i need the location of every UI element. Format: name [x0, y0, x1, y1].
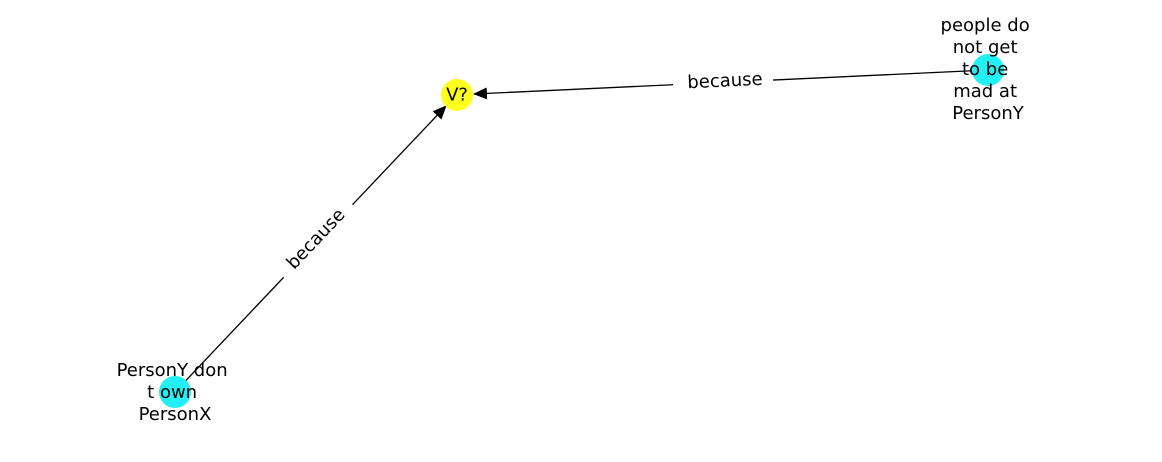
node-v: V?: [441, 79, 473, 111]
node-label: PersonY don t own PersonX: [117, 360, 234, 425]
node-label-line: PersonY don: [117, 360, 228, 381]
node-label-line: people do: [941, 15, 1030, 36]
node-label-line: to be: [962, 59, 1008, 80]
node-circle: [159, 376, 191, 408]
node-label-line: t own: [147, 382, 197, 403]
edge-people-to-v: because: [473, 68, 989, 100]
node-label-line: not get: [953, 37, 1018, 58]
node-label: V?: [446, 85, 468, 106]
edge-label-bg: [272, 193, 360, 285]
edge-label: because: [282, 204, 349, 273]
node-circle: [972, 54, 1004, 86]
edge-label: because: [687, 69, 763, 94]
node-circle: [441, 79, 473, 111]
node-label-line: mad at: [953, 81, 1017, 102]
node-label-line: PersonY: [952, 103, 1024, 124]
node-people: people do not get to be mad at PersonY: [941, 15, 1036, 124]
node-persony: PersonY don t own PersonX: [117, 360, 234, 425]
edge-persony-to-v: because: [174, 105, 447, 393]
edge-label-bg: [673, 68, 773, 94]
node-label: people do not get to be mad at PersonY: [941, 15, 1036, 124]
node-label-line: PersonX: [139, 404, 212, 425]
